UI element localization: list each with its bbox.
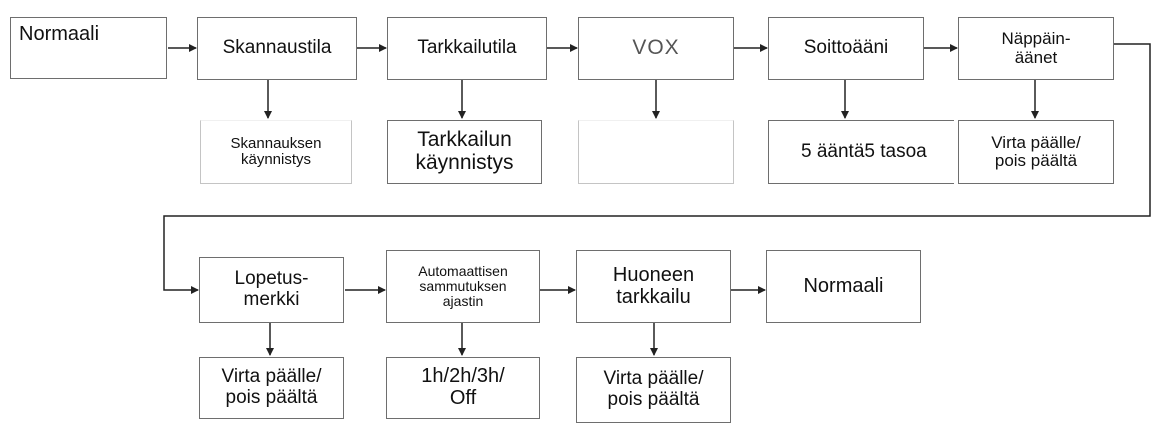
node-normaali-end: Normaali: [766, 250, 921, 323]
node-lopetusmerkki-sub: Virta päälle/ pois päältä: [199, 357, 344, 419]
node-nappainaanet-sub: Virta päälle/ pois päältä: [958, 120, 1114, 184]
node-soittoaani-sub: 5 ääntä5 tasoa: [768, 120, 954, 184]
node-tarkkailutila: Tarkkailutila: [387, 17, 547, 80]
node-huoneen-tarkkailu: Huoneen tarkkailu: [576, 250, 731, 323]
wrap-connector: [163, 43, 1151, 294]
node-vox: VOX: [578, 17, 734, 80]
node-tarkkailun-kaynnistys: Tarkkailun käynnistys: [387, 120, 542, 184]
node-skannaustila: Skannaustila: [197, 17, 357, 80]
node-skannauksen-kaynnistys: Skannauksen käynnistys: [200, 120, 352, 184]
node-lopetusmerkki: Lopetus- merkki: [199, 257, 344, 323]
node-ajastin-sub: 1h/2h/3h/ Off: [386, 357, 540, 419]
node-soittoaani: Soittoääni: [768, 17, 924, 80]
node-normaali-start: Normaali: [10, 17, 167, 79]
node-nappainaanet: Näppäin- äänet: [958, 17, 1114, 80]
node-automaattisen-sammutuksen-ajastin: Automaattisen sammutuksen ajastin: [386, 250, 540, 323]
node-vox-sub: [578, 120, 734, 184]
node-huoneen-tarkkailu-sub: Virta päälle/ pois päältä: [576, 357, 731, 423]
